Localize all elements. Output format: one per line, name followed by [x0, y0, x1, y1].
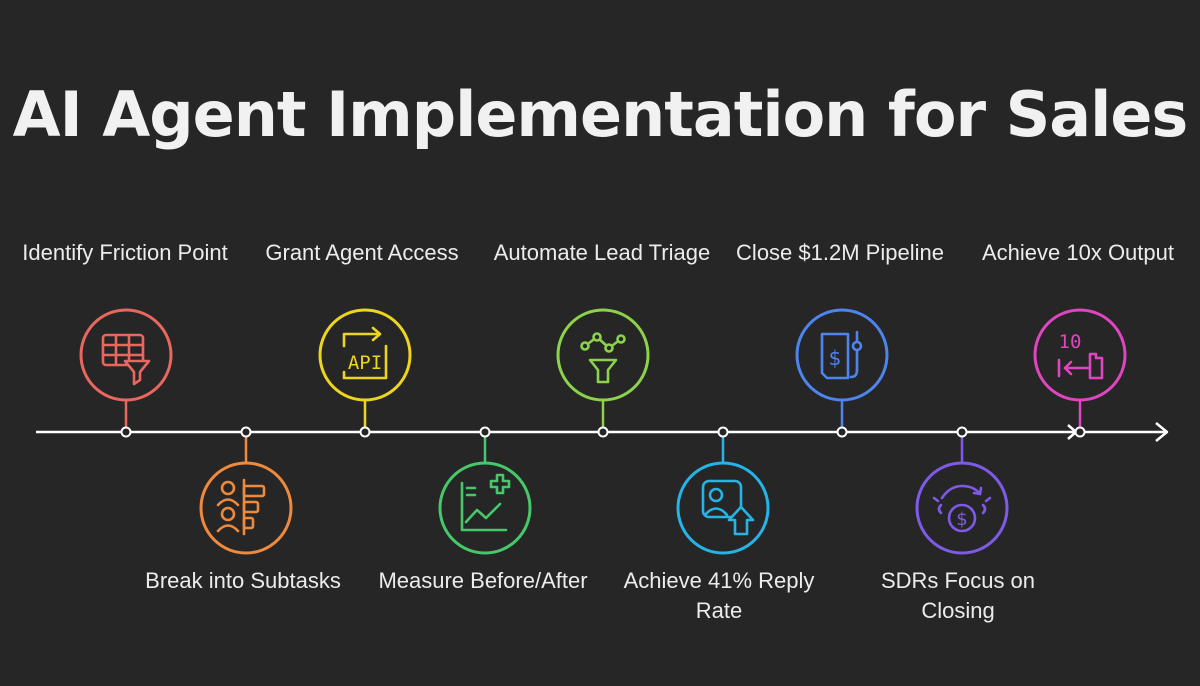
cycle-dollar-glyph: $	[956, 509, 967, 530]
step-1-label: Identify Friction Point	[22, 240, 228, 265]
page-title: AI Agent Implementation for Sales	[12, 78, 1189, 151]
step-9-node: 10	[1033, 308, 1127, 438]
chart-plus-icon	[460, 473, 511, 532]
step-7-node: $	[795, 308, 889, 438]
step-9-label: Achieve 10x Output	[981, 240, 1174, 265]
step-3-node: API	[318, 308, 412, 438]
step-6-node	[676, 426, 770, 555]
api-access-icon: API	[342, 326, 388, 380]
person-up-arrow-icon	[701, 479, 755, 536]
step-6-label: Achieve 41% Reply Rate	[623, 568, 815, 623]
document-dollar-icon: $	[820, 330, 863, 380]
step-3-label: Grant Agent Access	[265, 240, 459, 265]
funnel-network-icon	[580, 332, 626, 384]
timeline-arrowhead	[1155, 422, 1169, 442]
step-1-node	[79, 308, 173, 438]
step-2-node	[199, 426, 293, 555]
step-5-label: Automate Lead Triage	[493, 240, 711, 265]
dollar-cycle-icon: $	[932, 484, 992, 533]
dollar-glyph: $	[829, 346, 842, 370]
step-8-node: $	[915, 426, 1009, 555]
ten-times-output-icon: 10	[1057, 331, 1104, 380]
step-8-label: SDRs Focus on Closing	[880, 568, 1036, 623]
ten-icon-text: 10	[1059, 331, 1082, 353]
step-5-node	[556, 308, 650, 438]
step-4-node	[438, 426, 532, 555]
api-icon-text: API	[348, 352, 382, 374]
table-filter-icon	[101, 333, 151, 386]
step-2-label: Break into Subtasks	[145, 568, 341, 593]
people-tasks-icon	[216, 478, 266, 536]
step-4-label: Measure Before/After	[378, 568, 588, 593]
step-7-label: Close $1.2M Pipeline	[736, 240, 944, 265]
